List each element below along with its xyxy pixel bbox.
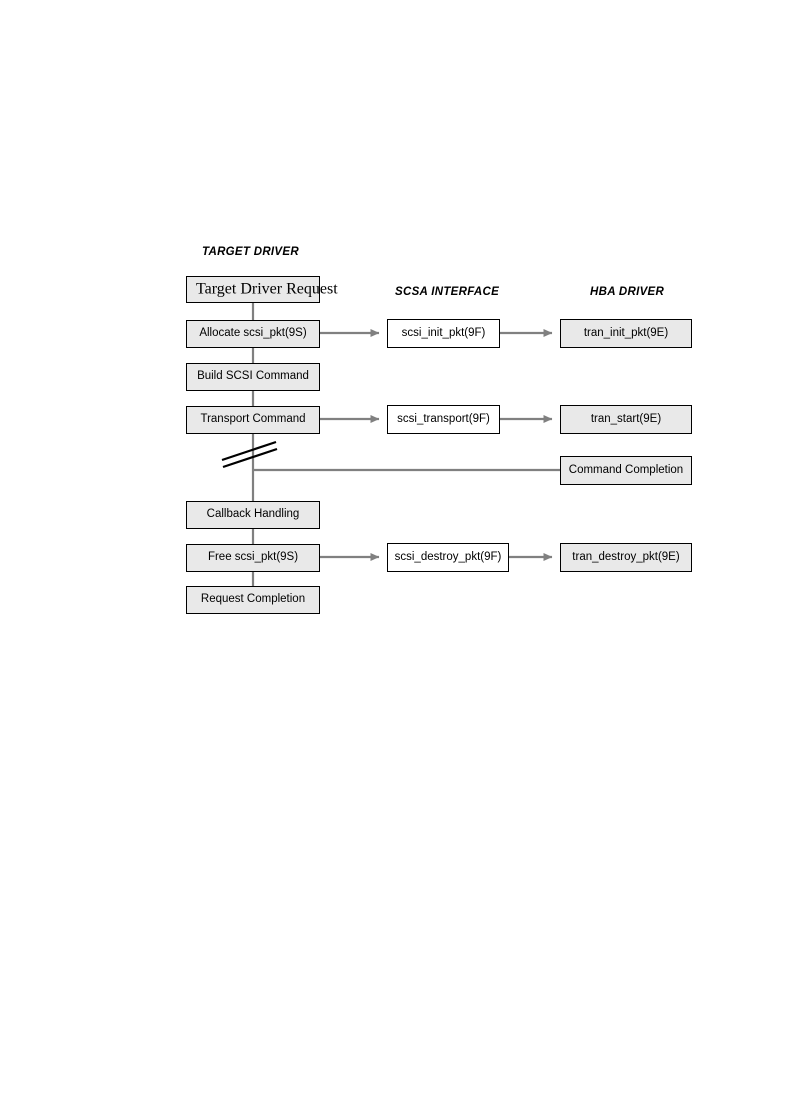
column-label-target-driver: TARGET DRIVER (202, 246, 299, 258)
node-callback-handling[interactable]: Callback Handling (186, 501, 320, 529)
node-tran-init-pkt[interactable]: tran_init_pkt(9E) (560, 319, 692, 348)
node-callback-handling-label: Callback Handling (206, 508, 300, 521)
node-command-completion-label: Command Completion (568, 463, 684, 476)
node-request-completion[interactable]: Request Completion (186, 586, 320, 614)
node-build-scsi-command-label: Build SCSI Command (197, 370, 309, 383)
node-scsi-transport-label: scsi_transport(9F) (397, 412, 490, 425)
node-tran-init-pkt-label: tran_init_pkt(9E) (583, 326, 669, 339)
node-free-scsi-pkt-label: Free scsi_pkt(9S) (207, 551, 299, 564)
node-transport-command-label: Transport Command (200, 413, 306, 426)
node-target-driver-request-label: Target Driver Request (196, 280, 338, 297)
node-tran-destroy-pkt[interactable]: tran_destroy_pkt(9E) (560, 543, 692, 572)
node-tran-start[interactable]: tran_start(9E) (560, 405, 692, 434)
node-scsi-init-pkt[interactable]: scsi_init_pkt(9F) (387, 319, 500, 348)
node-command-completion[interactable]: Command Completion (560, 456, 692, 485)
node-target-driver-request[interactable]: Target Driver Request (186, 276, 338, 303)
time-break-mark (221, 440, 278, 469)
node-scsi-transport[interactable]: scsi_transport(9F) (387, 405, 500, 434)
node-build-scsi-command[interactable]: Build SCSI Command (186, 363, 320, 391)
node-free-scsi-pkt[interactable]: Free scsi_pkt(9S) (186, 544, 320, 572)
node-allocate-scsi-pkt[interactable]: Allocate scsi_pkt(9S) (186, 320, 320, 348)
node-request-completion-label: Request Completion (200, 593, 306, 606)
node-scsi-destroy-pkt-label: scsi_destroy_pkt(9F) (394, 550, 502, 563)
node-transport-command[interactable]: Transport Command (186, 406, 320, 434)
node-tran-destroy-pkt-label: tran_destroy_pkt(9E) (572, 550, 680, 563)
column-label-scsa-interface: SCSA INTERFACE (395, 286, 500, 298)
node-scsi-init-pkt-label: scsi_init_pkt(9F) (401, 326, 486, 339)
node-tran-start-label: tran_start(9E) (590, 412, 662, 425)
column-label-hba-driver: HBA DRIVER (590, 286, 665, 298)
node-allocate-scsi-pkt-label: Allocate scsi_pkt(9S) (199, 327, 307, 340)
node-scsi-destroy-pkt[interactable]: scsi_destroy_pkt(9F) (387, 543, 509, 572)
